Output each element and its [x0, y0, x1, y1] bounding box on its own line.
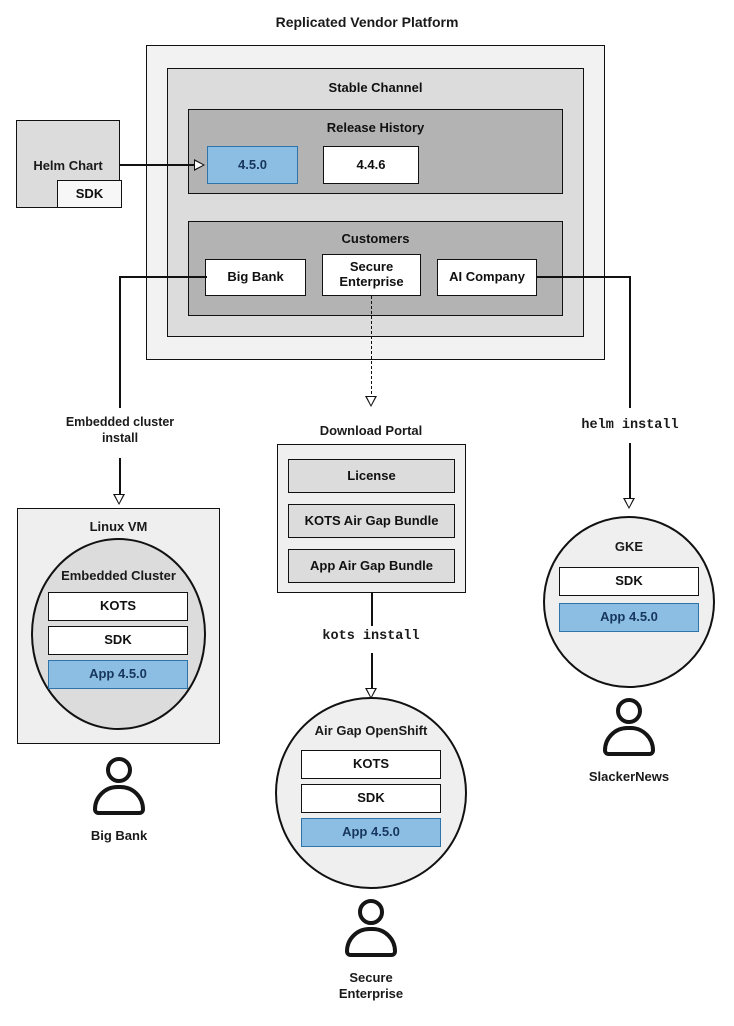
connector-helm-down — [629, 443, 631, 501]
page-title: Replicated Vendor Platform — [275, 14, 459, 30]
person-head-icon — [106, 757, 132, 783]
arrow-helm-to-release — [194, 159, 205, 171]
user-label-slackernews: SlackerNews — [588, 769, 670, 784]
user-avatar-big-bank — [89, 757, 149, 815]
release-chip-4-4-6[interactable]: 4.4.6 — [323, 146, 419, 184]
gke-component-sdk[interactable]: SDK — [559, 567, 699, 596]
stable-channel-title: Stable Channel — [328, 80, 423, 95]
customer-secure-enterprise[interactable]: Secure Enterprise — [322, 254, 421, 296]
connector-bigbank-h — [119, 276, 207, 278]
connector-secure-dashed — [371, 296, 372, 399]
arrow-embedded-install — [113, 494, 125, 505]
customer-ai-company[interactable]: AI Company — [437, 259, 537, 296]
linux-vm-title: Linux VM — [89, 519, 148, 534]
portal-item-app-airgap-bundle[interactable]: App Air Gap Bundle — [288, 549, 455, 583]
customer-label: Secure Enterprise — [339, 259, 404, 289]
gke-component-app[interactable]: App 4.5.0 — [559, 603, 699, 632]
openshift-title: Air Gap OpenShift — [314, 723, 428, 738]
arrow-kots-install — [365, 688, 377, 699]
arrow-download-portal — [365, 396, 377, 407]
gke-circle — [543, 516, 715, 688]
customer-big-bank[interactable]: Big Bank — [205, 259, 306, 296]
flow-label-kots-install: kots install — [322, 629, 420, 644]
gke-title: GKE — [614, 539, 644, 554]
person-head-icon — [616, 698, 642, 724]
flow-label-embedded-install: Embedded cluster install — [65, 415, 175, 445]
connector-embedded-down — [119, 458, 121, 497]
customers-title: Customers — [341, 231, 410, 246]
connector-bigbank-v — [119, 276, 121, 408]
user-avatar-secure-enterprise — [341, 899, 401, 957]
person-body-icon — [93, 785, 145, 815]
connector-kots-down — [371, 653, 373, 691]
linux-vm-component-app[interactable]: App 4.5.0 — [48, 660, 188, 689]
connector-ai-h — [536, 276, 630, 278]
person-body-icon — [345, 927, 397, 957]
helm-chart-sdk-box: SDK — [57, 180, 122, 208]
openshift-component-sdk[interactable]: SDK — [301, 784, 441, 813]
arrow-helm-install — [623, 498, 635, 509]
flow-label-helm-install: helm install — [581, 418, 679, 433]
openshift-component-kots[interactable]: KOTS — [301, 750, 441, 779]
helm-chart-label: Helm Chart — [33, 158, 103, 173]
user-label-big-bank: Big Bank — [90, 828, 148, 843]
person-head-icon — [358, 899, 384, 925]
linux-vm-component-sdk[interactable]: SDK — [48, 626, 188, 655]
customer-label: AI Company — [449, 269, 525, 285]
embedded-cluster-title: Embedded Cluster — [61, 568, 176, 583]
user-avatar-slackernews — [599, 698, 659, 756]
openshift-component-app[interactable]: App 4.5.0 — [301, 818, 441, 847]
portal-item-kots-airgap-bundle[interactable]: KOTS Air Gap Bundle — [288, 504, 455, 538]
user-label-secure-enterprise: Secure Enterprise — [338, 970, 404, 1002]
download-portal-title: Download Portal — [319, 423, 423, 438]
person-body-icon — [603, 726, 655, 756]
release-chip-4-5-0[interactable]: 4.5.0 — [207, 146, 298, 184]
linux-vm-component-kots[interactable]: KOTS — [48, 592, 188, 621]
portal-item-license[interactable]: License — [288, 459, 455, 493]
connector-ai-v — [629, 276, 631, 408]
release-history-title: Release History — [326, 120, 425, 135]
customer-label: Big Bank — [227, 269, 284, 285]
connector-helm-to-release — [120, 164, 196, 166]
connector-portal-to-kots — [371, 593, 373, 626]
